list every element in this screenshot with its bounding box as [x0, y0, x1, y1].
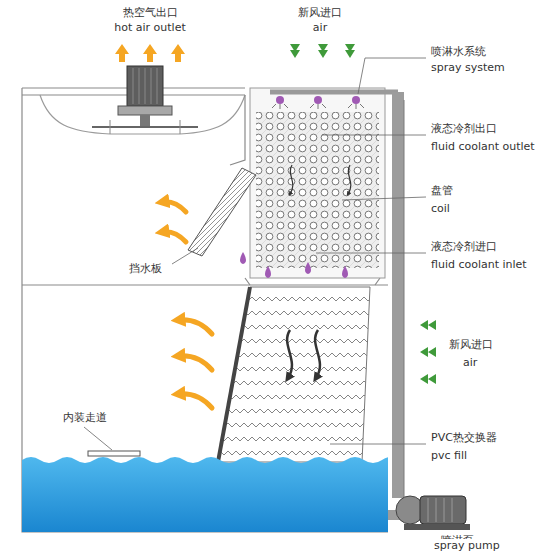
part-label: 内装走道: [62, 411, 108, 424]
part-label: 喷淋水系统: [430, 45, 487, 58]
part-label: pvc fill: [430, 449, 468, 462]
part-label: fluid coolant outlet: [430, 140, 536, 153]
fan-motor: [92, 66, 198, 134]
basin-water: [22, 457, 388, 532]
coil-casing: [250, 88, 385, 278]
side-air-arrows: [420, 320, 436, 384]
drift-eliminator: [188, 168, 256, 256]
part-label: PVC热交换器: [430, 431, 498, 444]
part-label: 液态冷剂出口: [430, 122, 498, 135]
part-label: spray pump: [433, 539, 501, 552]
part-label: air: [312, 21, 328, 34]
part-label: 盘管: [430, 184, 454, 197]
walkway: [88, 451, 140, 456]
part-label: fluid coolant inlet: [430, 258, 528, 271]
hot-air-arrows: [115, 44, 185, 62]
part-label: 挡水板: [128, 262, 163, 275]
leader-lines: [84, 58, 426, 450]
part-label: 新风进口: [297, 6, 343, 19]
part-label: coil: [430, 202, 451, 215]
pvc-fill-frame: [218, 287, 250, 462]
fill-flow-arrows: [287, 330, 320, 378]
part-label: air: [462, 356, 478, 369]
water-droplets: [240, 252, 348, 278]
part-label: 新风进口: [448, 338, 494, 351]
fresh-air-arrows: [290, 44, 355, 58]
part-label: 热空气出口: [122, 6, 179, 19]
spray-system: [270, 92, 398, 109]
water-pipe: [392, 92, 404, 498]
pvc-fill: [218, 287, 370, 462]
hot-air-flow: [162, 202, 212, 408]
spray-pump: [388, 496, 470, 530]
part-label: hot air outlet: [113, 21, 186, 34]
part-label: 液态冷剂进口: [430, 240, 498, 253]
pipe-edge: [404, 100, 405, 498]
part-label: spray system: [430, 61, 506, 74]
coil-flow-arrows: [290, 165, 351, 194]
